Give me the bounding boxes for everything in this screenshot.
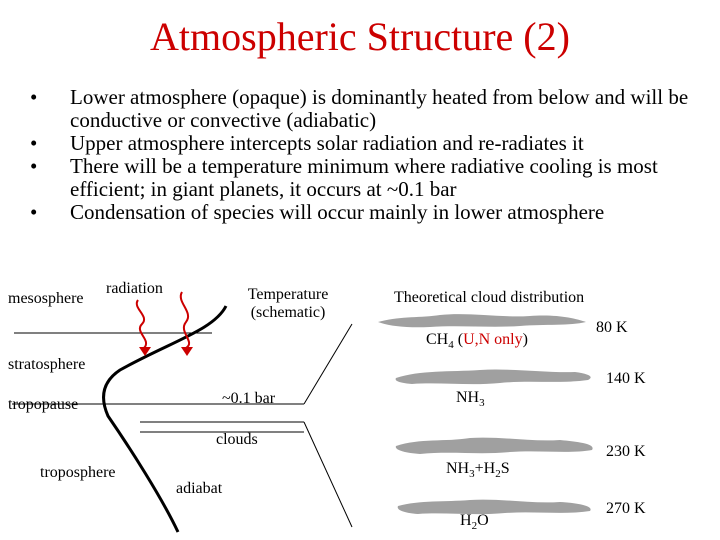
bullet-marker: • xyxy=(30,85,38,109)
radiation-arrowhead xyxy=(139,347,151,356)
cloud-distribution-title: Theoretical cloud distribution xyxy=(394,289,585,306)
radiation-squiggle xyxy=(179,291,191,352)
cloud-layer-nh3 xyxy=(395,369,591,385)
stratosphere-label: stratosphere xyxy=(8,356,86,373)
connector-line xyxy=(303,323,353,405)
temperature-140k: 140 K xyxy=(606,370,646,387)
tmin-pressure-label: ~0.1 bar xyxy=(222,390,276,407)
radiation-squiggle xyxy=(135,299,147,352)
species-label-ch4: CH4 (U,N only) xyxy=(426,331,528,352)
bullet-item: •Lower atmosphere (opaque) is dominantly… xyxy=(30,85,689,132)
bullet-item: •Upper atmosphere intercepts solar radia… xyxy=(30,131,584,155)
tropopause-label: tropopause xyxy=(8,396,79,413)
cloud-layer-ch4 xyxy=(378,314,586,328)
adiabat-label: adiabat xyxy=(176,480,223,497)
temperature-80k: 80 K xyxy=(596,319,628,336)
temperature-270k: 270 K xyxy=(606,500,646,517)
temperature-label: Temperature (schematic) xyxy=(247,286,329,321)
cloud-layer-nh3-h2s xyxy=(395,437,593,454)
species-label-nh3: NH3 xyxy=(456,389,485,410)
radiation-label: radiation xyxy=(106,280,163,297)
bullet-item: •There will be a temperature minimum whe… xyxy=(30,154,658,201)
troposphere-label: troposphere xyxy=(40,464,116,481)
cloud-layer-h2o xyxy=(397,499,591,515)
temperature-profile-curve xyxy=(102,305,228,533)
mesosphere-label: mesosphere xyxy=(8,290,84,307)
connector-line xyxy=(303,421,353,528)
bullet-item: •Condensation of species will occur main… xyxy=(30,200,605,224)
temperature-230k: 230 K xyxy=(606,443,646,460)
clouds-label: clouds xyxy=(216,431,258,448)
species-label-nh3-h2s: NH3+H2S xyxy=(446,460,510,481)
bullet-list: •Lower atmosphere (opaque) is dominantly… xyxy=(30,86,710,224)
slide-title: Atmospheric Structure (2) xyxy=(150,14,570,59)
radiation-arrowhead xyxy=(181,347,193,356)
species-label-h2o: H2O xyxy=(460,512,489,533)
bullet-marker: • xyxy=(30,200,38,224)
bullet-marker: • xyxy=(30,154,38,178)
bullet-marker: • xyxy=(30,131,38,155)
